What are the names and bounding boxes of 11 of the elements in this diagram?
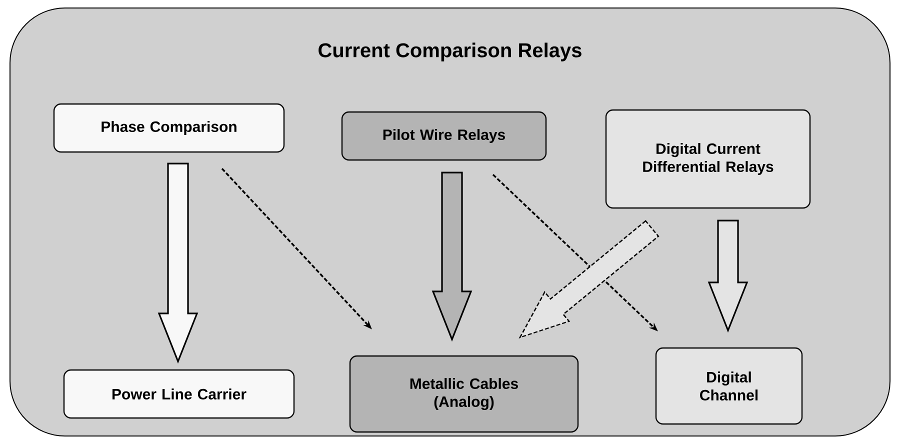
relay-box: Pilot Wire Relays [341,111,547,161]
block-arrow [708,220,748,333]
channel-box: Power Line Carrier [63,369,295,419]
channel-box: Metallic Cables (Analog) [349,355,579,433]
title: Current Comparison Relays [318,42,582,62]
block-arrow [432,172,472,342]
channel-box: Digital Channel [655,347,803,425]
relay-box: Digital Current Differential Relays [605,109,811,209]
block-arrow [158,162,198,364]
block-arrow [518,220,660,339]
relay-box: Phase Comparison [53,103,285,153]
